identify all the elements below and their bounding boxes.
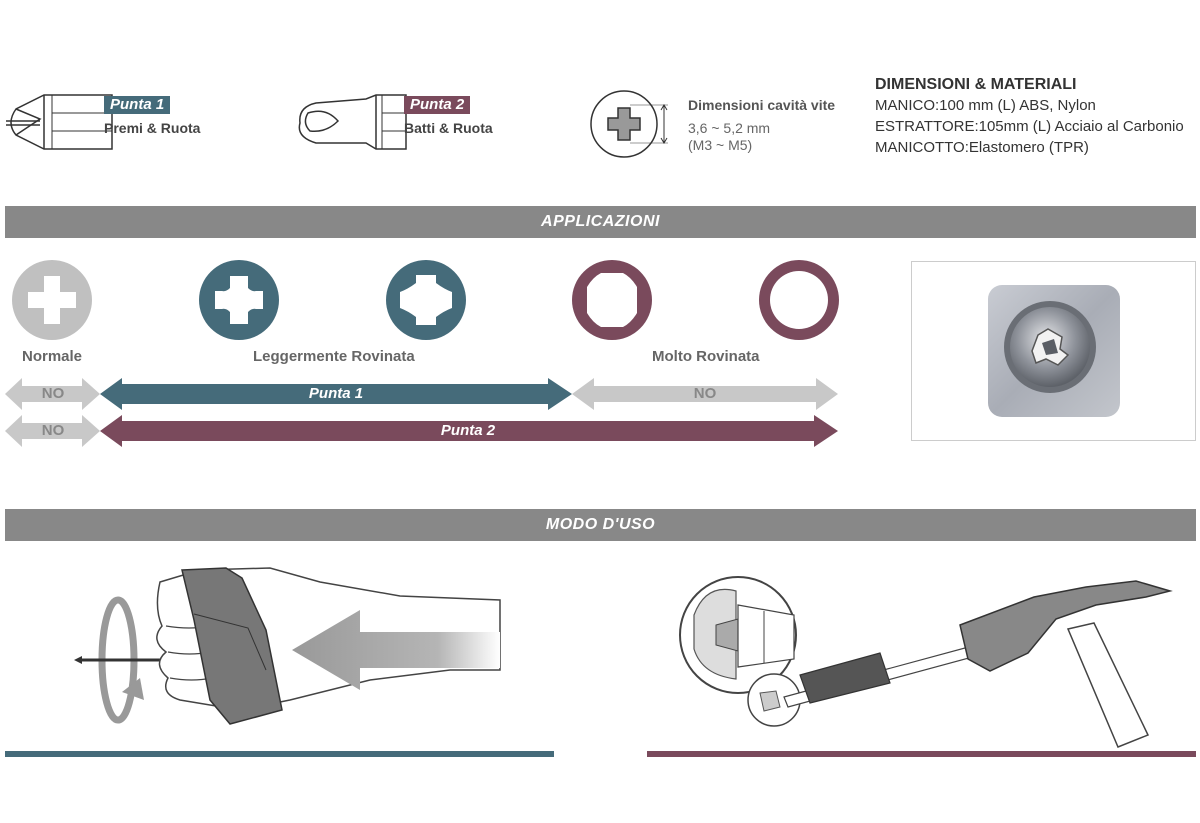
- screw-slightly-worn-2-icon: [386, 260, 466, 340]
- punta-2-arrow-label: Punta 2: [440, 422, 496, 439]
- screw-very-worn-icon: [572, 260, 652, 340]
- press-turn-illustration: [74, 567, 501, 725]
- condition-normal: Normale: [22, 348, 83, 365]
- tap-turn-illustration: [679, 576, 1173, 748]
- arrow-punta-1: [100, 378, 572, 410]
- screw-size-range: 3,6 ~ 5,2 mm: [688, 120, 771, 136]
- arrow-no-left-2: [5, 415, 100, 447]
- tip-2-tag: Punta 2: [404, 96, 471, 114]
- no-label-row1-left: NO: [41, 385, 65, 402]
- tip-2-illustration: [298, 94, 407, 150]
- punta-1-arrow-label: Punta 1: [308, 385, 364, 402]
- punta-2-underline: [647, 751, 1196, 757]
- screw-normal-icon: [12, 260, 92, 340]
- screw-size-thread: (M3 ~ M5): [688, 137, 753, 153]
- arrow-no-right-1: [572, 378, 838, 410]
- worn-screw-photo-frame: [911, 261, 1196, 441]
- tip-1-tag: Punta 1: [104, 96, 171, 114]
- specs-title: DIMENSIONI & MATERIALI: [875, 76, 1077, 93]
- no-label-row1-right: NO: [693, 385, 717, 402]
- tip-1-desc: Premi & Ruota: [104, 120, 201, 136]
- specs-line: ESTRATTORE:105mm (L) Acciaio al Carbonio: [875, 118, 1184, 135]
- applications-header: APPLICAZIONI: [5, 206, 1196, 238]
- arrow-punta-2: [100, 415, 838, 447]
- specs-block: DIMENSIONI & MATERIALI MANICO:100 mm (L)…: [875, 76, 1184, 156]
- condition-very-worn: Molto Rovinata: [652, 348, 760, 365]
- arrows-row-2: [5, 415, 838, 447]
- screw-head-icon: [590, 90, 668, 158]
- screw-very-worn-2-icon: [759, 260, 839, 340]
- specs-line: MANICOTTO:Elastomero (TPR): [875, 139, 1089, 156]
- arrow-no-left-1: [5, 378, 100, 410]
- no-label-row2-left: NO: [41, 422, 65, 439]
- specs-line: MANICO:100 mm (L) ABS, Nylon: [875, 97, 1096, 114]
- tip-1-illustration: [6, 94, 113, 150]
- worn-screw-photo: [988, 285, 1120, 417]
- arrows-row-1: [5, 378, 838, 410]
- condition-slightly-worn: Leggermente Rovinata: [253, 348, 415, 365]
- usage-header: MODO D'USO: [5, 509, 1196, 541]
- punta-1-underline: [5, 751, 554, 757]
- screw-slightly-worn-icon: [199, 260, 279, 340]
- screw-size-title: Dimensioni cavità vite: [688, 97, 836, 113]
- tip-2-desc: Batti & Ruota: [404, 120, 493, 136]
